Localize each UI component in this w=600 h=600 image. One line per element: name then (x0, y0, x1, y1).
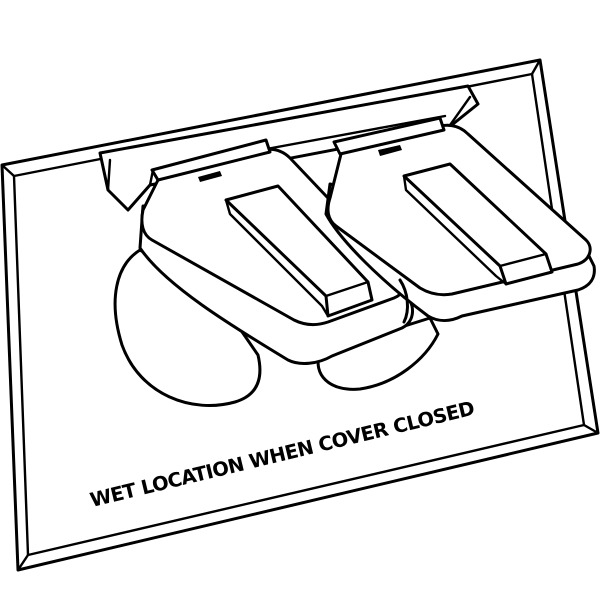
left-lid (138, 138, 414, 365)
hinge-rail (98, 84, 480, 212)
right-lid (324, 116, 596, 322)
receptacle-left-opening (113, 248, 262, 407)
right-lid-flange (332, 116, 446, 156)
right-lid-slot (378, 145, 402, 156)
left-lid-rib-edges (224, 198, 370, 318)
lid-gap-line (398, 278, 409, 324)
left-lid-slot (198, 171, 222, 182)
cover-plate-bevel-corners (0, 58, 600, 572)
receptacle-right-opening (316, 316, 440, 391)
right-lid-rib-edges (402, 174, 548, 286)
left-lid-flange (150, 138, 272, 182)
